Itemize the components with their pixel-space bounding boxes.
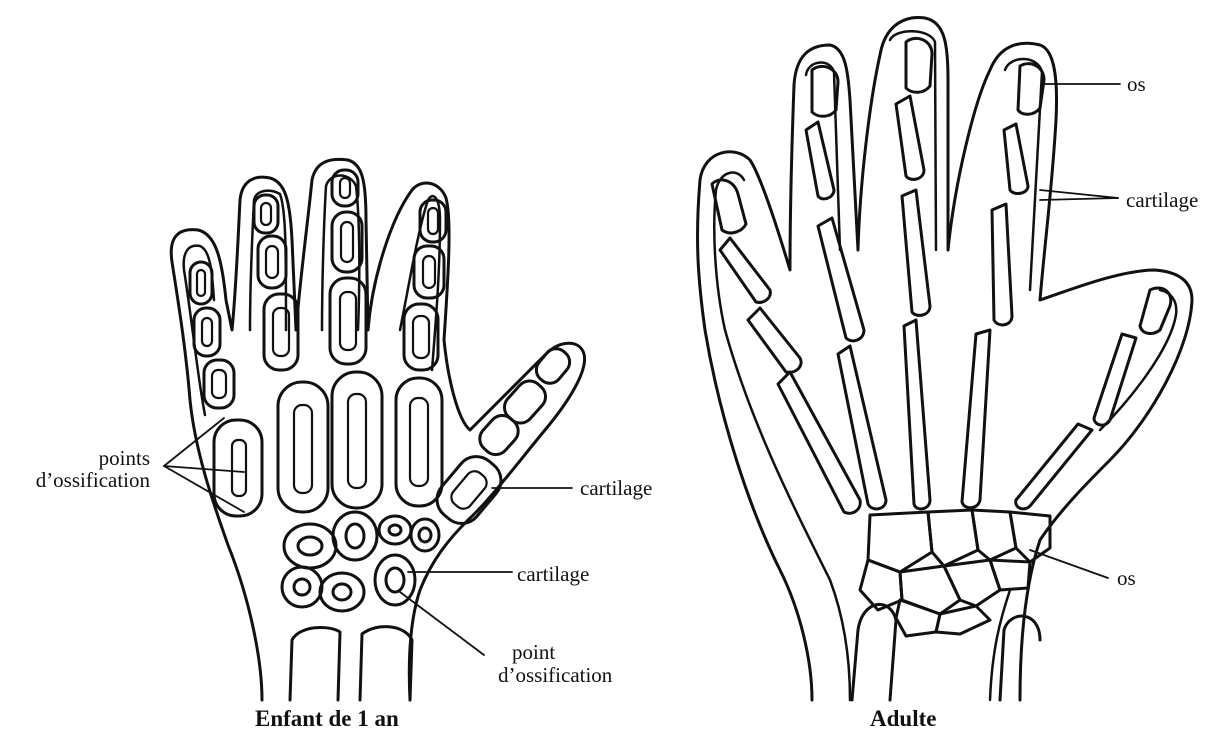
adult-forearm (852, 604, 1040, 700)
child-hand (164, 159, 585, 700)
child-forearm (290, 627, 412, 700)
label-cartilage-metacarpal: cartilage (580, 476, 652, 500)
child-bones (190, 170, 575, 532)
label-ossification-point: point d’ossification (498, 640, 612, 687)
child-carpals (282, 512, 439, 611)
label-ossification-points-line2: d’ossification (30, 468, 150, 492)
label-ossification-points: points d’ossification (30, 446, 150, 492)
label-ossification-points-line1: points (30, 446, 150, 470)
label-os-wrist: os (1117, 566, 1136, 590)
caption-adult: Adulte (870, 706, 936, 732)
child-hand-inner-outline (184, 176, 440, 416)
adult-hand-inner-outline (714, 31, 1176, 700)
adult-hand-outline (698, 17, 1192, 700)
adult-bones (712, 38, 1171, 513)
label-ossification-point-line2: d’ossification (498, 663, 612, 687)
label-ossification-point-line1: point (512, 640, 612, 664)
adult-hand (698, 17, 1192, 700)
child-hand-outline (171, 159, 584, 700)
label-os-top: os (1127, 72, 1146, 96)
caption-child: Enfant de 1 an (255, 706, 399, 732)
label-cartilage-adult: cartilage (1126, 188, 1198, 212)
label-cartilage-carpal: cartilage (517, 562, 589, 586)
adult-leader-lines (1030, 84, 1120, 578)
